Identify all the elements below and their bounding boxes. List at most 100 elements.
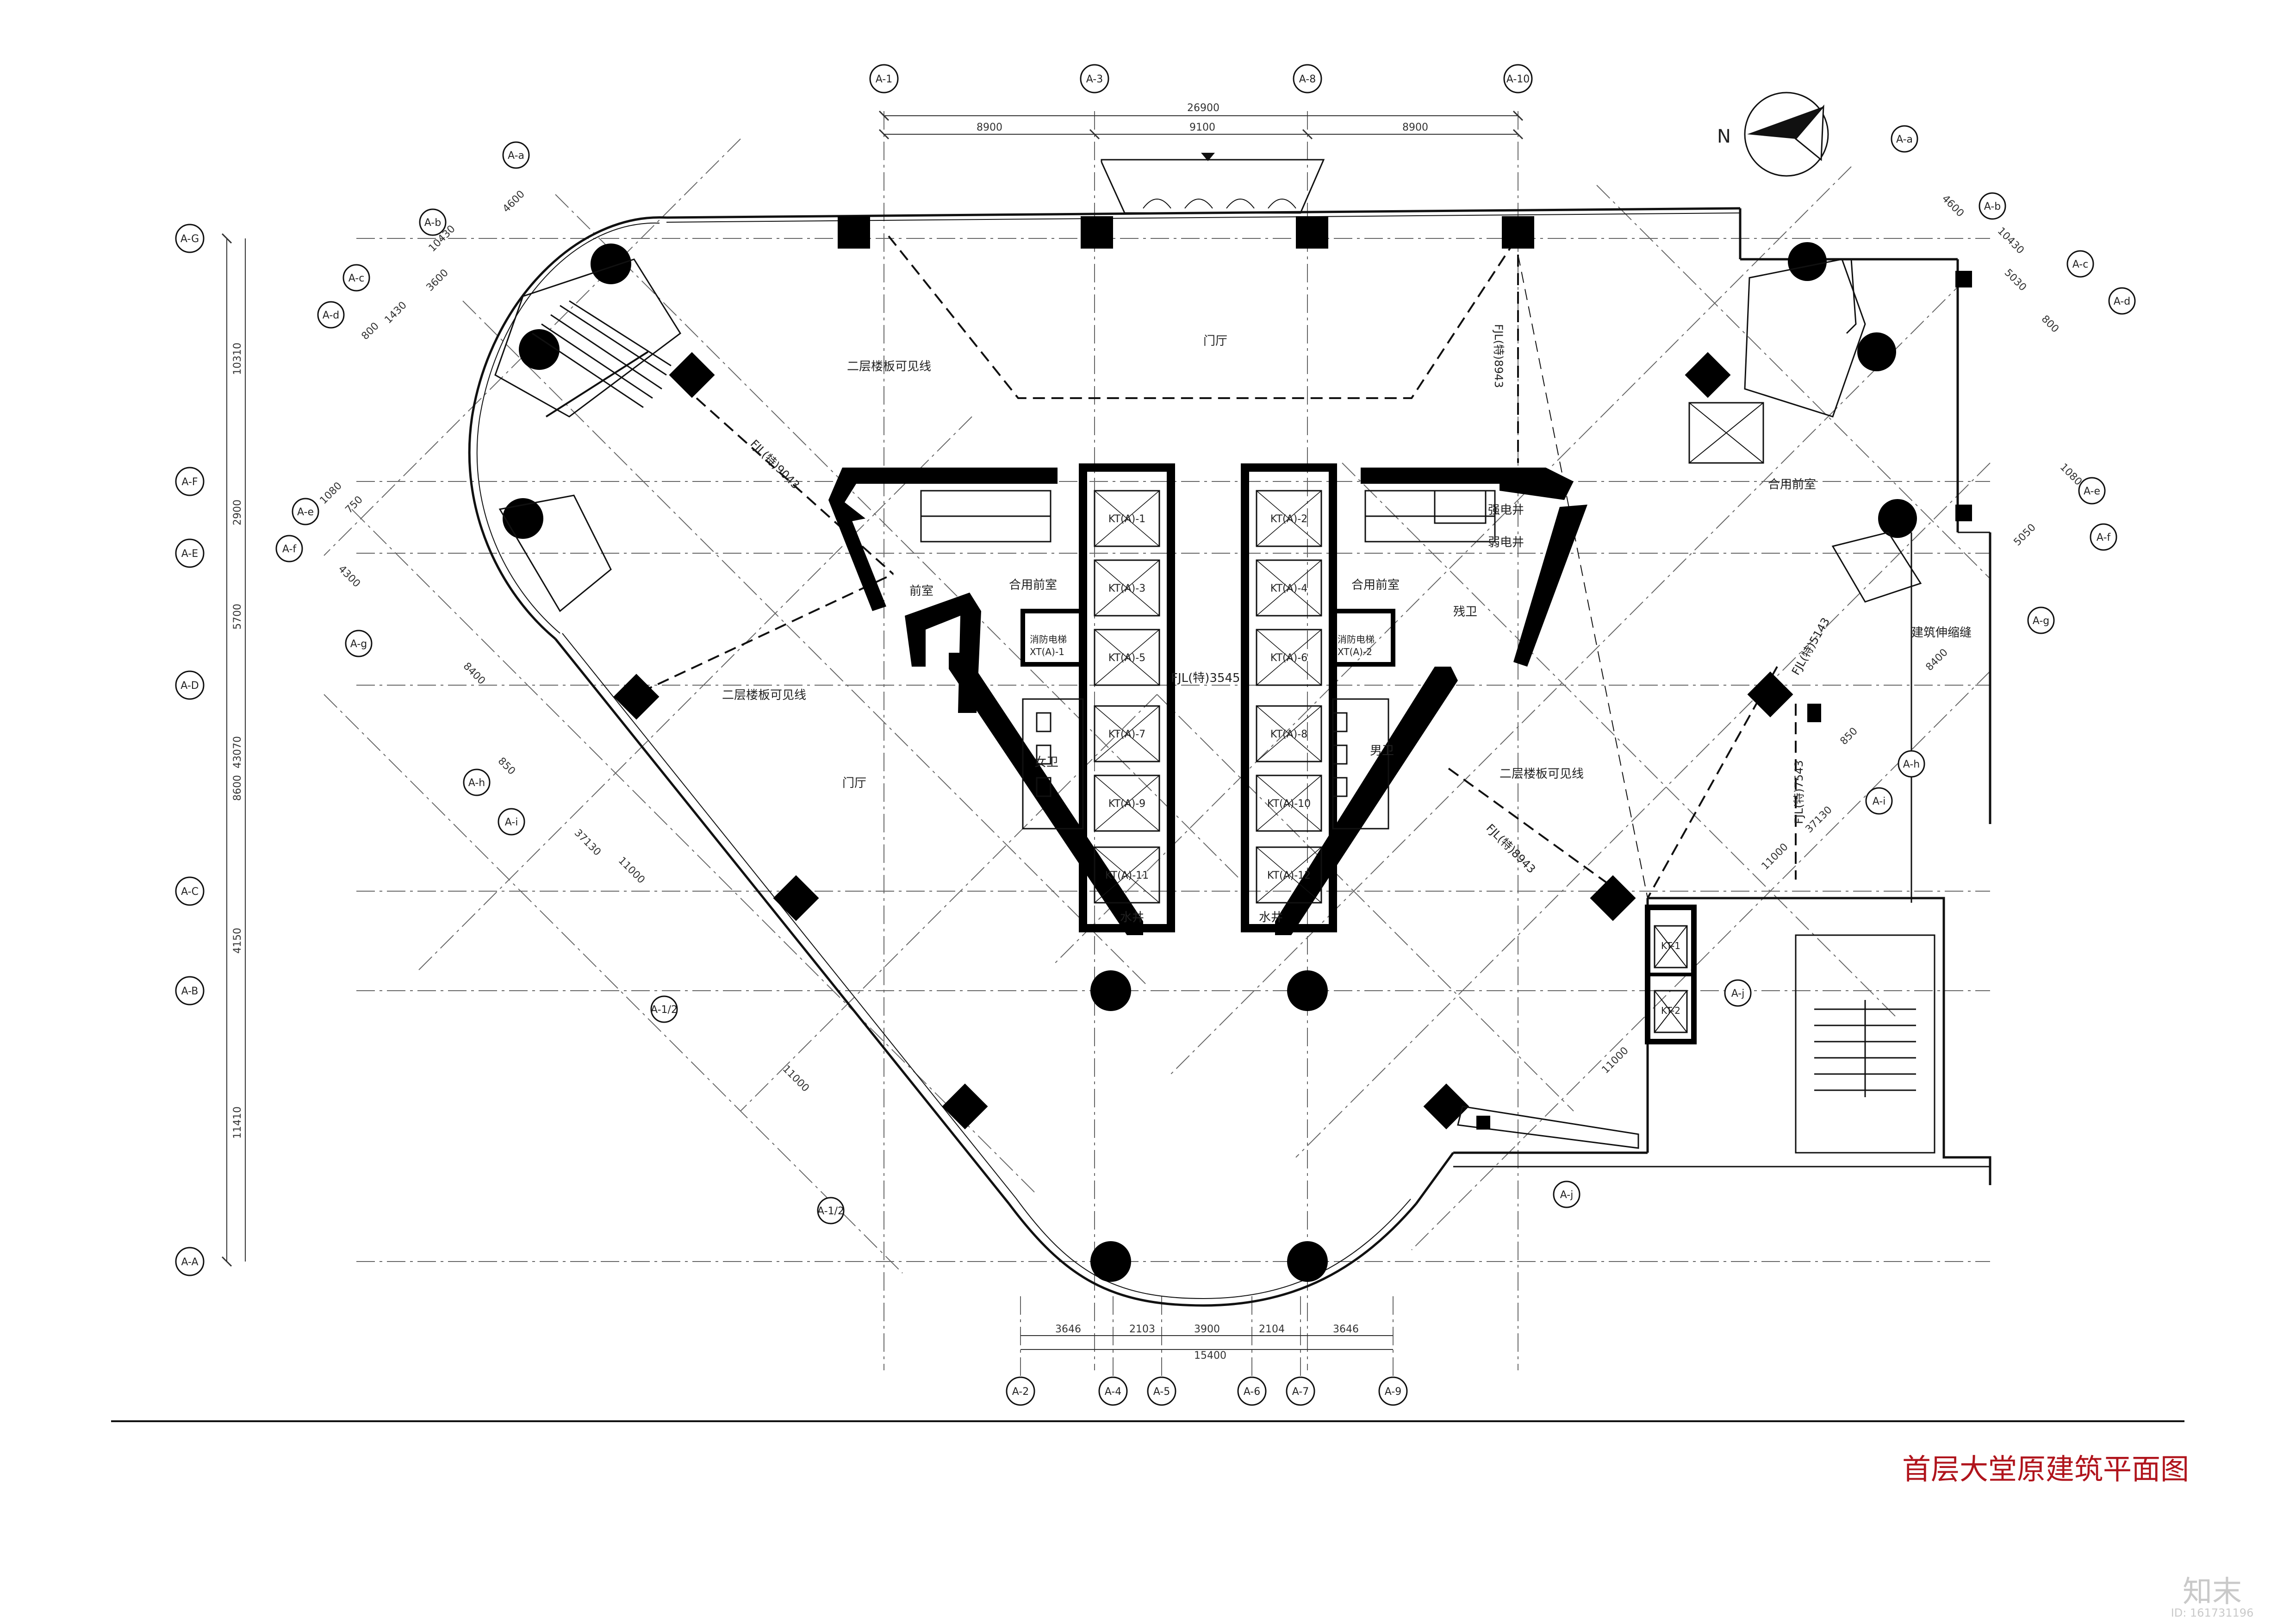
column-round	[1857, 332, 1896, 371]
axis-bubble	[1865, 787, 1893, 815]
axis-bubble	[650, 995, 678, 1023]
fire-elevator-label: 消防电梯	[1030, 634, 1067, 645]
axis-bubble	[175, 670, 205, 700]
axis-bubble	[175, 538, 205, 568]
axis-label: A-h	[1903, 759, 1920, 770]
elevator-cross	[1256, 775, 1322, 831]
columns	[503, 216, 1972, 1282]
dim-left-part: 11410	[232, 1106, 243, 1139]
axis-label: A-e	[297, 506, 314, 518]
elevator-cross	[1094, 560, 1160, 616]
column-round	[503, 498, 543, 539]
column-round	[1090, 1241, 1131, 1282]
axis-label: A-b	[1984, 201, 2001, 212]
axis-bubble	[1293, 64, 1322, 94]
second-floor-visible-line	[641, 235, 1797, 899]
column-round	[1090, 970, 1131, 1011]
axis-bubble	[1503, 64, 1533, 94]
column-square	[1685, 352, 1731, 398]
axis-bubble	[175, 976, 205, 1006]
beam-label: FJL(特)3545	[1171, 671, 1240, 685]
axis-bubble	[869, 64, 899, 94]
dim-left-part: 2900	[232, 500, 243, 525]
dim-left-part: 5700	[232, 604, 243, 630]
room-label: 合用前室	[1009, 578, 1057, 592]
dim-bottom-part: 3900	[1194, 1324, 1220, 1335]
axis-bubble	[1098, 1376, 1128, 1406]
axis-label: A-1/2	[651, 1004, 678, 1016]
axis-bubble	[2108, 287, 2136, 315]
column-round	[519, 329, 560, 370]
visible-line-label: 二层楼板可见线	[847, 360, 931, 374]
axis-label: A-C	[181, 886, 199, 898]
axis-label: A-1	[876, 74, 893, 85]
axis-bubble	[175, 224, 205, 253]
axis-label: A-A	[181, 1256, 198, 1268]
axis-bubble	[1553, 1181, 1580, 1208]
room-label: 门厅	[1203, 334, 1227, 348]
elevator-cross	[1094, 775, 1160, 831]
axis-bubble	[1080, 64, 1109, 94]
axis-bubble	[1378, 1376, 1408, 1406]
axis-label: A-i	[505, 817, 518, 828]
dim-bottom-part: 2104	[1259, 1324, 1285, 1335]
room-label: 残卫	[1453, 605, 1477, 619]
axis-bubble	[2027, 606, 2055, 634]
elevator-id: KT(A)-7	[1108, 729, 1145, 740]
axis-label: A-D	[180, 680, 199, 692]
axis-bubble	[1979, 192, 2006, 220]
elevator-cross	[1094, 706, 1160, 762]
axis-label: A-d	[2114, 296, 2130, 307]
room-label: 合用前室	[1351, 578, 1400, 592]
dim-left-total: 43070	[232, 736, 243, 768]
column-small	[1955, 505, 1972, 521]
axis-bubble	[292, 498, 319, 525]
elevator-cross	[1256, 847, 1322, 903]
elevator-car	[1094, 629, 1160, 686]
column-square	[1590, 875, 1636, 921]
dim-bottom-total: 15400	[1194, 1350, 1226, 1362]
dim-top-part: 8900	[977, 122, 1002, 133]
watermark-brand: 知末	[2183, 1575, 2242, 1609]
axis-label: A-1/2	[817, 1206, 844, 1217]
room-label: 强电井	[1488, 503, 1524, 517]
elevator-car	[1256, 559, 1322, 617]
column-square	[1502, 216, 1534, 249]
dim-top-part: 8900	[1402, 122, 1428, 133]
axis-label: A-j	[1560, 1189, 1574, 1201]
drawing-title: 首层大堂原建筑平面图	[1902, 1452, 2189, 1486]
elevator-cross	[1256, 560, 1322, 616]
axis-bubble	[1724, 979, 1752, 1007]
elevator-id: KT(A)-12	[1267, 870, 1311, 881]
room-label: 女卫	[1034, 756, 1058, 769]
axis-bubble	[1237, 1376, 1267, 1406]
dimension-lines	[221, 110, 1524, 1350]
axis-bubble	[175, 467, 205, 496]
axis-bubble	[275, 535, 303, 562]
elevator-cars	[1094, 490, 1322, 904]
axis-bubble	[502, 141, 530, 169]
elevator-id: KT-2	[1661, 1005, 1680, 1016]
axis-bubble	[419, 208, 447, 236]
expansion-joint-label: 建筑伸缩缝	[1911, 626, 1972, 640]
room-label: 前室	[909, 584, 933, 598]
axis-bubble	[345, 630, 373, 657]
axis-bubble	[2090, 523, 2117, 551]
elevator-car	[1256, 846, 1322, 904]
axis-bubble	[2066, 250, 2094, 278]
elevator-car	[1256, 705, 1322, 762]
column-round	[1287, 1241, 1328, 1282]
column-square	[1423, 1083, 1469, 1130]
axis-label: A-B	[181, 986, 199, 997]
elevator-id: KT(A)-2	[1270, 513, 1307, 525]
elevator-car	[1094, 490, 1160, 547]
axis-label: A-f	[2097, 532, 2111, 543]
column-round	[1878, 499, 1917, 538]
axis-bubble	[1286, 1376, 1315, 1406]
column-square	[773, 875, 819, 921]
axis-label: A-e	[2084, 486, 2100, 497]
axis-label: A-4	[1105, 1386, 1122, 1398]
column-square	[1296, 216, 1328, 249]
